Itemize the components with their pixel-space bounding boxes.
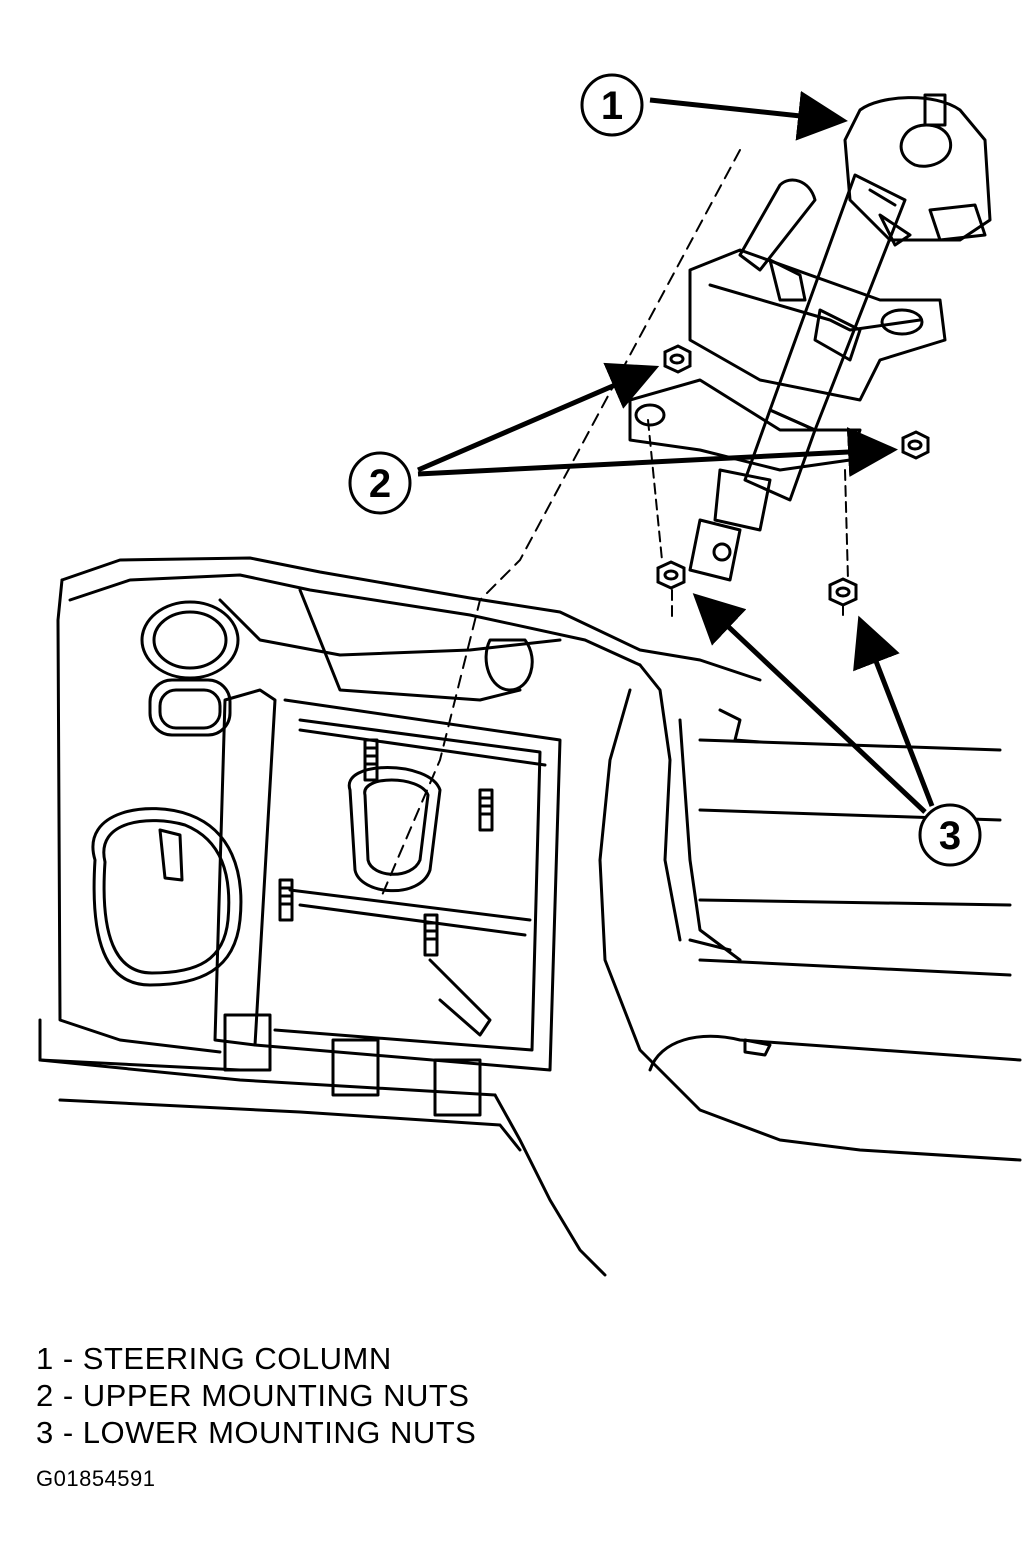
callout-1-number: 1 bbox=[601, 84, 623, 128]
legend: 1 - STEERING COLUMN 2 - UPPER MOUNTING N… bbox=[36, 1340, 476, 1451]
legend-item-lower-mounting-nuts: 3 - LOWER MOUNTING NUTS bbox=[36, 1415, 477, 1450]
callout-2-number: 2 bbox=[369, 462, 391, 506]
legend-item-upper-mounting-nuts: 2 - UPPER MOUNTING NUTS bbox=[36, 1378, 470, 1413]
callout-1: 1 bbox=[580, 73, 848, 141]
callout-3-number: 3 bbox=[939, 814, 961, 858]
steering-column-diagram: 1 2 3 bbox=[38, 73, 1022, 1277]
callout-2: 2 bbox=[348, 362, 898, 515]
lower-mounting-nuts bbox=[656, 560, 858, 607]
figure-id: G01854591 bbox=[36, 1466, 156, 1491]
legend-item-steering-column: 1 - STEERING COLUMN bbox=[36, 1341, 392, 1376]
instrument-panel bbox=[38, 556, 1022, 1277]
upper-mounting-nuts bbox=[663, 344, 930, 460]
callout-3: 3 bbox=[692, 593, 982, 867]
